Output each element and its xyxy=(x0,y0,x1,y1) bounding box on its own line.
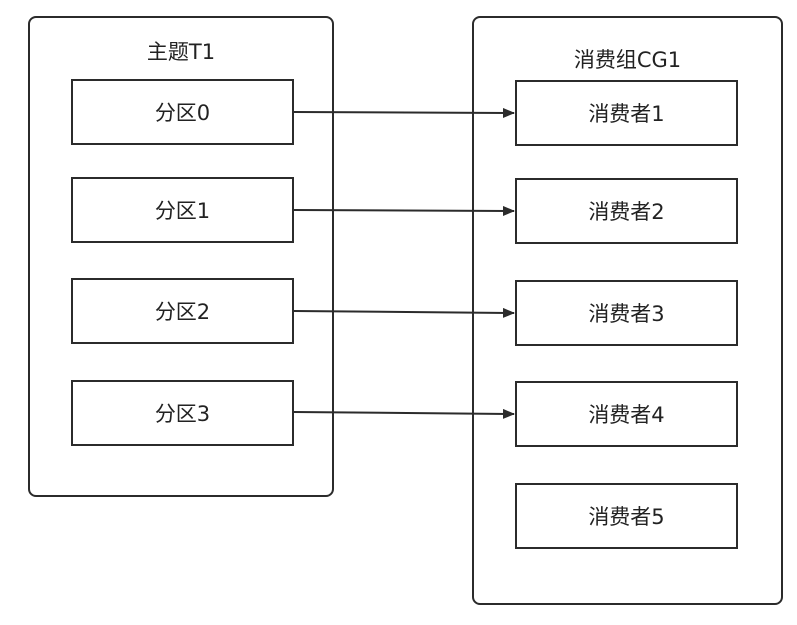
consumer-box: 消费者2 xyxy=(515,178,738,244)
consumer-group-title: 消费组CG1 xyxy=(573,48,682,72)
partition-label: 分区1 xyxy=(154,199,211,223)
partition-box: 分区1 xyxy=(71,177,294,243)
consumer-label: 消费者5 xyxy=(588,505,665,529)
consumer-box: 消费者4 xyxy=(515,381,738,447)
topic-title: 主题T1 xyxy=(146,40,216,64)
consumer-label: 消费者3 xyxy=(588,302,665,326)
consumer-label: 消费者1 xyxy=(588,102,665,126)
consumer-label: 消费者4 xyxy=(588,403,665,427)
consumer-box: 消费者5 xyxy=(515,483,738,549)
partition-label: 分区0 xyxy=(154,101,211,125)
consumer-label: 消费者2 xyxy=(588,200,665,224)
partition-box: 分区0 xyxy=(71,79,294,145)
partition-label: 分区3 xyxy=(154,402,211,426)
partition-label: 分区2 xyxy=(154,300,211,324)
consumer-box: 消费者3 xyxy=(515,280,738,346)
partition-box: 分区2 xyxy=(71,278,294,344)
consumer-box: 消费者1 xyxy=(515,80,738,146)
partition-box: 分区3 xyxy=(71,380,294,446)
